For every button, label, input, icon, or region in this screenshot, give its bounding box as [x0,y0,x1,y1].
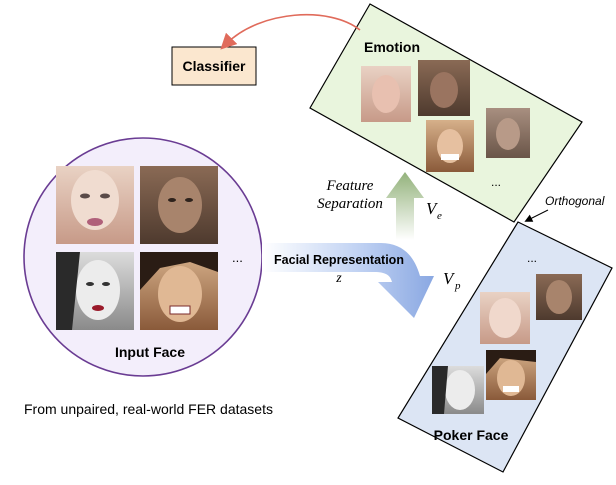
orthogonal-label: Orthogonal [545,194,605,208]
orthogonal-pointer-arrow [524,209,549,222]
svg-text:V: V [426,199,439,218]
facial-representation-symbol: z [335,271,342,286]
feature-separation-arrow [386,172,424,240]
ve-symbol: V e [426,199,442,222]
classifier-label: Classifier [182,58,246,74]
input-face-label: Input Face [115,344,185,360]
feature-separation-line2: Separation [317,196,383,212]
facial-representation-label: Facial Representation [274,253,404,267]
input-face-thumbnails [56,166,218,330]
poker-face-ellipsis: ... [527,251,537,265]
emotion-face-thumbnails [361,60,530,172]
emotion-label: Emotion [364,39,420,55]
svg-text:V: V [443,269,456,288]
input-face-ellipsis: ... [232,250,243,265]
poker-face-thumbnails [432,274,582,414]
poker-face-label: Poker Face [434,427,509,443]
emotion-ellipsis: ... [491,175,501,189]
caption: From unpaired, real-world FER datasets [24,401,273,417]
vp-symbol: V p [443,269,461,292]
emotion-to-classifier-arrow [220,14,361,50]
facial-representation-arrow [262,243,434,318]
feature-separation-line1: Feature [326,178,374,194]
svg-text:p: p [454,280,461,292]
classifier-box [171,46,257,86]
svg-text:e: e [437,210,442,222]
